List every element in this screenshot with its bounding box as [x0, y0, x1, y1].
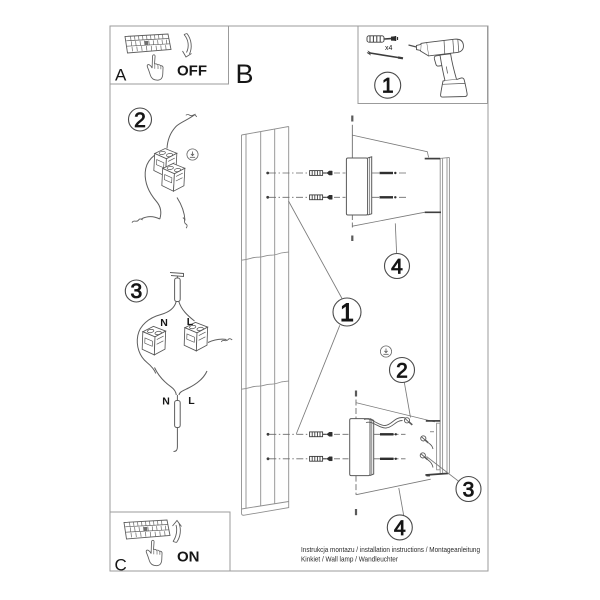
- clip-screw-bottom: [419, 452, 434, 468]
- off-arrow-icon: [182, 33, 192, 58]
- connector-lower: [161, 162, 186, 193]
- top-bracket-assembly: [266, 115, 429, 241]
- drill-bit-icon: [366, 50, 404, 60]
- callout-4-bottom: 4: [386, 514, 413, 541]
- callout-leaders: [288, 200, 459, 517]
- footer-line-1: Instrukcja montazu / installation instru…: [301, 545, 480, 554]
- connector-n: [141, 325, 167, 356]
- leader-3: [426, 456, 459, 482]
- wires-step-3: [136, 301, 227, 452]
- clip-screw-top: [403, 417, 413, 426]
- label-l-top: L: [187, 316, 194, 328]
- lamp-clips: [424, 157, 449, 477]
- wires-step-2: [141, 113, 196, 221]
- lamp-profile: [436, 157, 450, 474]
- leader-2: [403, 382, 411, 418]
- leader-1-top: [288, 200, 343, 299]
- clip-screw-mid: [420, 431, 434, 450]
- anchor-quantity: x4: [385, 45, 393, 52]
- drill-point-1: [266, 171, 270, 175]
- fuse-box-drawing-c: [123, 519, 171, 540]
- panel-a-label: A: [115, 66, 127, 85]
- tools-box: [357, 25, 488, 104]
- wall-plug-2: [309, 194, 333, 201]
- lamp-channel: [436, 422, 441, 471]
- hand-icon-a: [146, 54, 164, 81]
- drill-point-3: [266, 432, 270, 436]
- label-l-bottom: L: [188, 395, 195, 407]
- callout-4-top: 4: [383, 252, 411, 280]
- anchor-and-screw-icon: [366, 35, 399, 43]
- callout-1: 1: [332, 297, 362, 327]
- press-icon-main: [379, 345, 393, 358]
- wall-break-bottom: [241, 380, 289, 390]
- leader-4-bottom: [398, 487, 405, 517]
- wall-plug-1: [309, 170, 333, 176]
- tools-callout: 1: [374, 71, 402, 99]
- wall-plug-4: [309, 455, 333, 462]
- step-3-connection: 3 N L N L: [124, 272, 233, 452]
- callout-1-number: 1: [340, 299, 354, 327]
- drill-point-2: [266, 195, 270, 199]
- leader-4-top: [394, 223, 398, 254]
- fixing-screw-1: [378, 170, 398, 176]
- step-2-wiring: 2: [127, 107, 199, 229]
- wall-plug-3: [309, 431, 333, 438]
- panel-c-action: ON: [177, 549, 200, 566]
- panel-a-box: [109, 25, 229, 85]
- callout-4-top-number: 4: [391, 255, 403, 278]
- leader-1-bottom: [295, 325, 341, 435]
- wall-section: [241, 126, 290, 516]
- footer-line-2: Kinkiet / Wall lamp / Wandleuchter: [301, 555, 398, 564]
- on-arrow-icon: [172, 519, 182, 543]
- lamp-connection-details: [363, 417, 434, 468]
- panel-c-box: [109, 511, 231, 572]
- step-2-number: 2: [134, 109, 146, 132]
- panel-c-label: C: [115, 556, 127, 575]
- wire-break-left: [131, 217, 144, 224]
- hand-icon-c: [145, 539, 163, 567]
- callout-4-bottom-number: 4: [394, 517, 406, 540]
- press-wire-icon: [186, 148, 199, 161]
- tools-panel: x4 1: [366, 35, 468, 99]
- callout-3-number: 3: [463, 478, 475, 501]
- footer: Instrukcja montazu / installation instru…: [301, 545, 480, 564]
- panel-b-label: B: [236, 59, 254, 89]
- panel-a: A OFF: [115, 33, 207, 85]
- fuse-box-drawing-a: [124, 33, 172, 54]
- mounting-bracket-top: [345, 156, 373, 216]
- callout-3: 3: [455, 475, 482, 503]
- mounting-bracket-bottom: [349, 418, 375, 477]
- frame: [109, 25, 489, 572]
- label-n-bottom: N: [162, 396, 170, 408]
- step-3-number: 3: [130, 280, 142, 303]
- outer-border: [109, 25, 489, 572]
- panel-a-action: OFF: [177, 63, 207, 80]
- drill-icon: [408, 38, 468, 98]
- supply-cable-top: [169, 272, 184, 302]
- alignment-lines-bottom: [355, 402, 435, 496]
- label-n-top: N: [160, 317, 168, 329]
- alignment-lines-top: [352, 134, 429, 227]
- drill-point-4: [266, 457, 270, 461]
- tools-callout-number: 1: [382, 75, 394, 98]
- callout-2-number: 2: [396, 359, 408, 382]
- power-cable-2: [365, 420, 403, 429]
- panel-c: C ON: [115, 519, 200, 575]
- fixing-screw-2: [378, 194, 398, 200]
- wall-break-top: [241, 251, 289, 261]
- callout-2: 2: [388, 356, 416, 384]
- bottom-bracket-assembly: [266, 390, 435, 516]
